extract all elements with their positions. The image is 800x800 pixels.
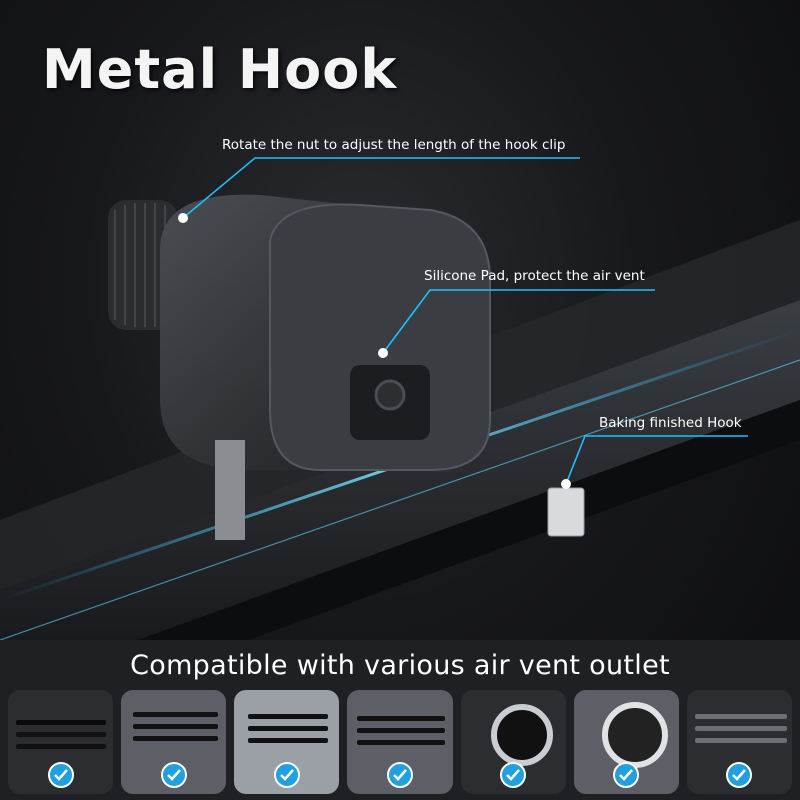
vent-thumbnail: [686, 690, 792, 794]
checkmark-icon: [386, 762, 413, 788]
checkmark-icon: [613, 762, 640, 788]
compatibility-title: Compatible with various air vent outlet: [130, 650, 670, 681]
metal-hook: [547, 487, 585, 537]
checkmark-icon: [273, 762, 300, 788]
vent-thumbnail: [460, 690, 566, 794]
checkmark-icon: [160, 762, 187, 788]
vent-thumbnail: [121, 690, 227, 794]
vent-thumbnail: [8, 690, 114, 794]
phone-holder: [108, 194, 491, 540]
checkmark-icon: [500, 762, 527, 788]
callout-nut: Rotate the nut to adjust the length of t…: [222, 137, 566, 153]
page-title: Metal Hook: [42, 38, 398, 101]
vent-thumbnail: [234, 690, 340, 794]
checkmark-icon: [726, 762, 753, 788]
callout-hook: Baking finished Hook: [599, 415, 742, 431]
vent-thumbnail: [347, 690, 453, 794]
vent-thumbnail: [573, 690, 679, 794]
checkmark-icon: [47, 762, 74, 788]
leader-lines: [178, 157, 748, 489]
callout-pad: Silicone Pad, protect the air vent: [424, 268, 645, 284]
vent-thumbnails: [8, 690, 792, 794]
